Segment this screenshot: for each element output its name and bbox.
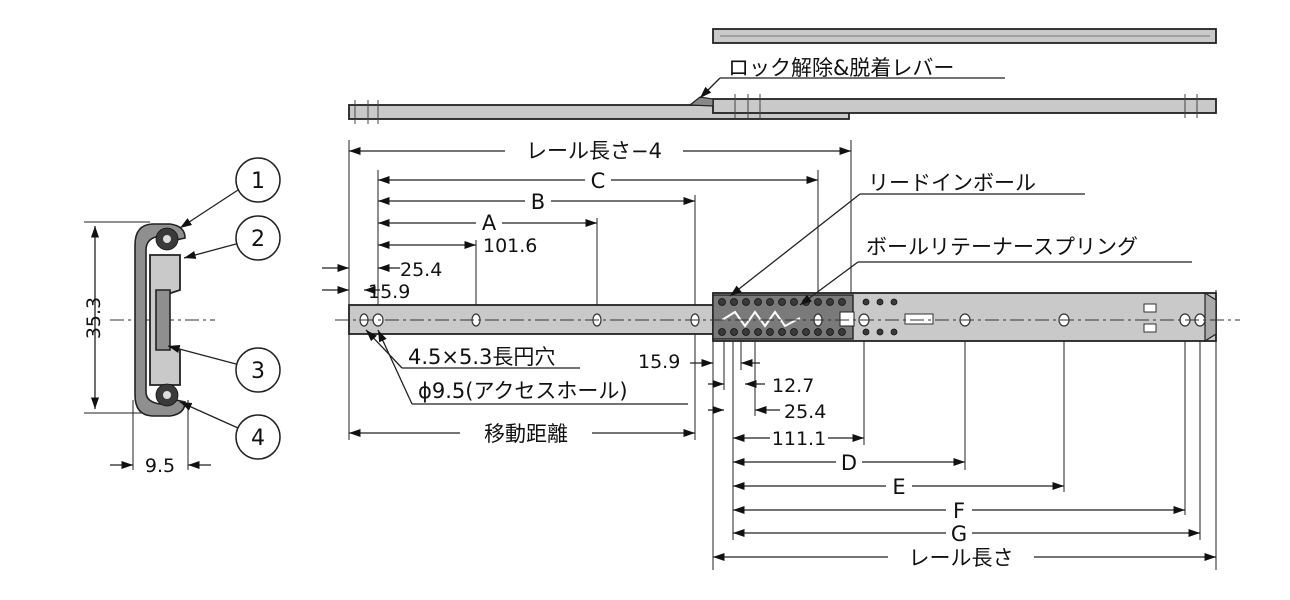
width-dim-label: 9.5 [145,455,175,477]
top-right-rail [712,98,1217,114]
callout-4: 4 [179,401,281,460]
callout-3: 3 [167,345,281,393]
top-view-rails: ロック解除&脱着レバー [348,28,1217,124]
outer-rail-profile [134,223,186,417]
dim-111-1-label: 111.1 [772,428,826,450]
lock-release-lever-label: ロック解除&脱着レバー [728,56,954,80]
access-hole-label: ϕ9.5(アクセスホール) [418,379,628,403]
slot-hole-label: 4.5×5.3長円穴 [408,345,555,369]
dim-25-4-left-label: 25.4 [400,259,442,281]
dim-A-label: A [482,211,497,235]
dim-25-4-right-label: 25.4 [784,401,826,423]
dim-B-label: B [531,190,545,214]
dim-12-7-label: 12.7 [772,375,814,397]
dim-D-label: D [841,451,857,475]
svg-text:2: 2 [251,227,265,252]
retainer-spring [721,310,801,328]
svg-text:1: 1 [251,169,265,194]
dim-C-label: C [591,169,606,193]
svg-text:3: 3 [251,359,265,384]
height-dim-label: 35.3 [83,297,105,339]
dim-E-label: E [892,475,905,499]
rail-length-minus-4-label: レール長さ−4 [526,139,662,163]
travel-distance-label: 移動距離 [484,422,568,446]
dim-15-9-left-label: 15.9 [368,281,410,303]
dim-101-6-label: 101.6 [483,235,537,257]
lower-dimensions: 4.5×5.3長円穴 ϕ9.5(アクセスホール) 15.9 12.7 25.4 … [349,329,1216,571]
lead-in-ball-label: リードインボール [868,171,1036,195]
side-view-rails [335,140,1240,570]
dim-15-9-mid-label: 15.9 [638,351,680,373]
svg-text:4: 4 [251,426,265,451]
ball-retainer-spring-label: ボールリテーナースプリング [866,235,1138,259]
rail-length-label: レール長さ [909,546,1014,570]
dim-F-label: F [953,499,965,523]
callout-1: 1 [179,157,281,229]
callout-2: 2 [183,215,281,261]
dim-G-label: G [951,522,967,546]
cross-section-view: 35.3 9.5 1 2 3 4 [83,157,281,477]
upper-dimensions: レール長さ−4 C B A 101.6 25.4 15.9 リードインボール ボ… [322,137,1192,306]
inner-rail-profile [155,289,171,351]
